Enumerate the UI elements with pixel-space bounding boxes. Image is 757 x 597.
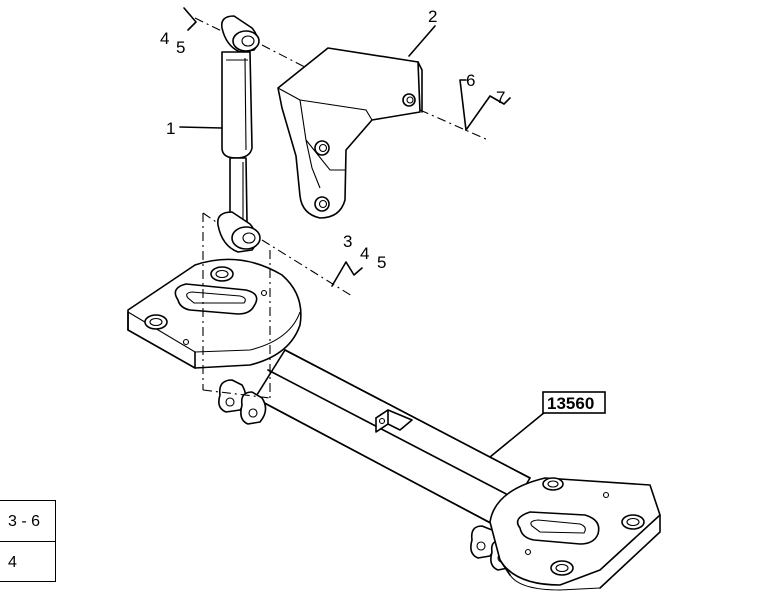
legend-table: 3 - 6 4 (0, 500, 56, 582)
callout-4-upper: 4 (160, 29, 169, 48)
left-mount-lugs (218, 379, 267, 425)
leader-lines (179, 7, 546, 458)
callout-7: 7 (496, 88, 505, 107)
callout-6: 6 (466, 71, 475, 90)
left-mounting-plate (127, 258, 302, 369)
table-row: 3 - 6 (0, 500, 56, 541)
right-mounting-plate (489, 477, 661, 591)
callout-2: 2 (428, 7, 437, 26)
callout-labels: 1 2 4 5 3 4 5 6 7 (160, 7, 505, 272)
reference-callout: 13560 (542, 391, 606, 414)
callout-1: 1 (166, 119, 175, 138)
part-1-strut (216, 15, 261, 253)
reference-number: 13560 (547, 394, 594, 413)
axle-beam (254, 349, 531, 529)
callout-3: 3 (343, 232, 352, 251)
part-2-bracket (277, 47, 423, 219)
callout-5-upper: 5 (176, 38, 185, 57)
table-row: 4 (0, 541, 56, 582)
callout-5-lower: 5 (377, 253, 386, 272)
callout-4-lower: 4 (360, 244, 369, 263)
